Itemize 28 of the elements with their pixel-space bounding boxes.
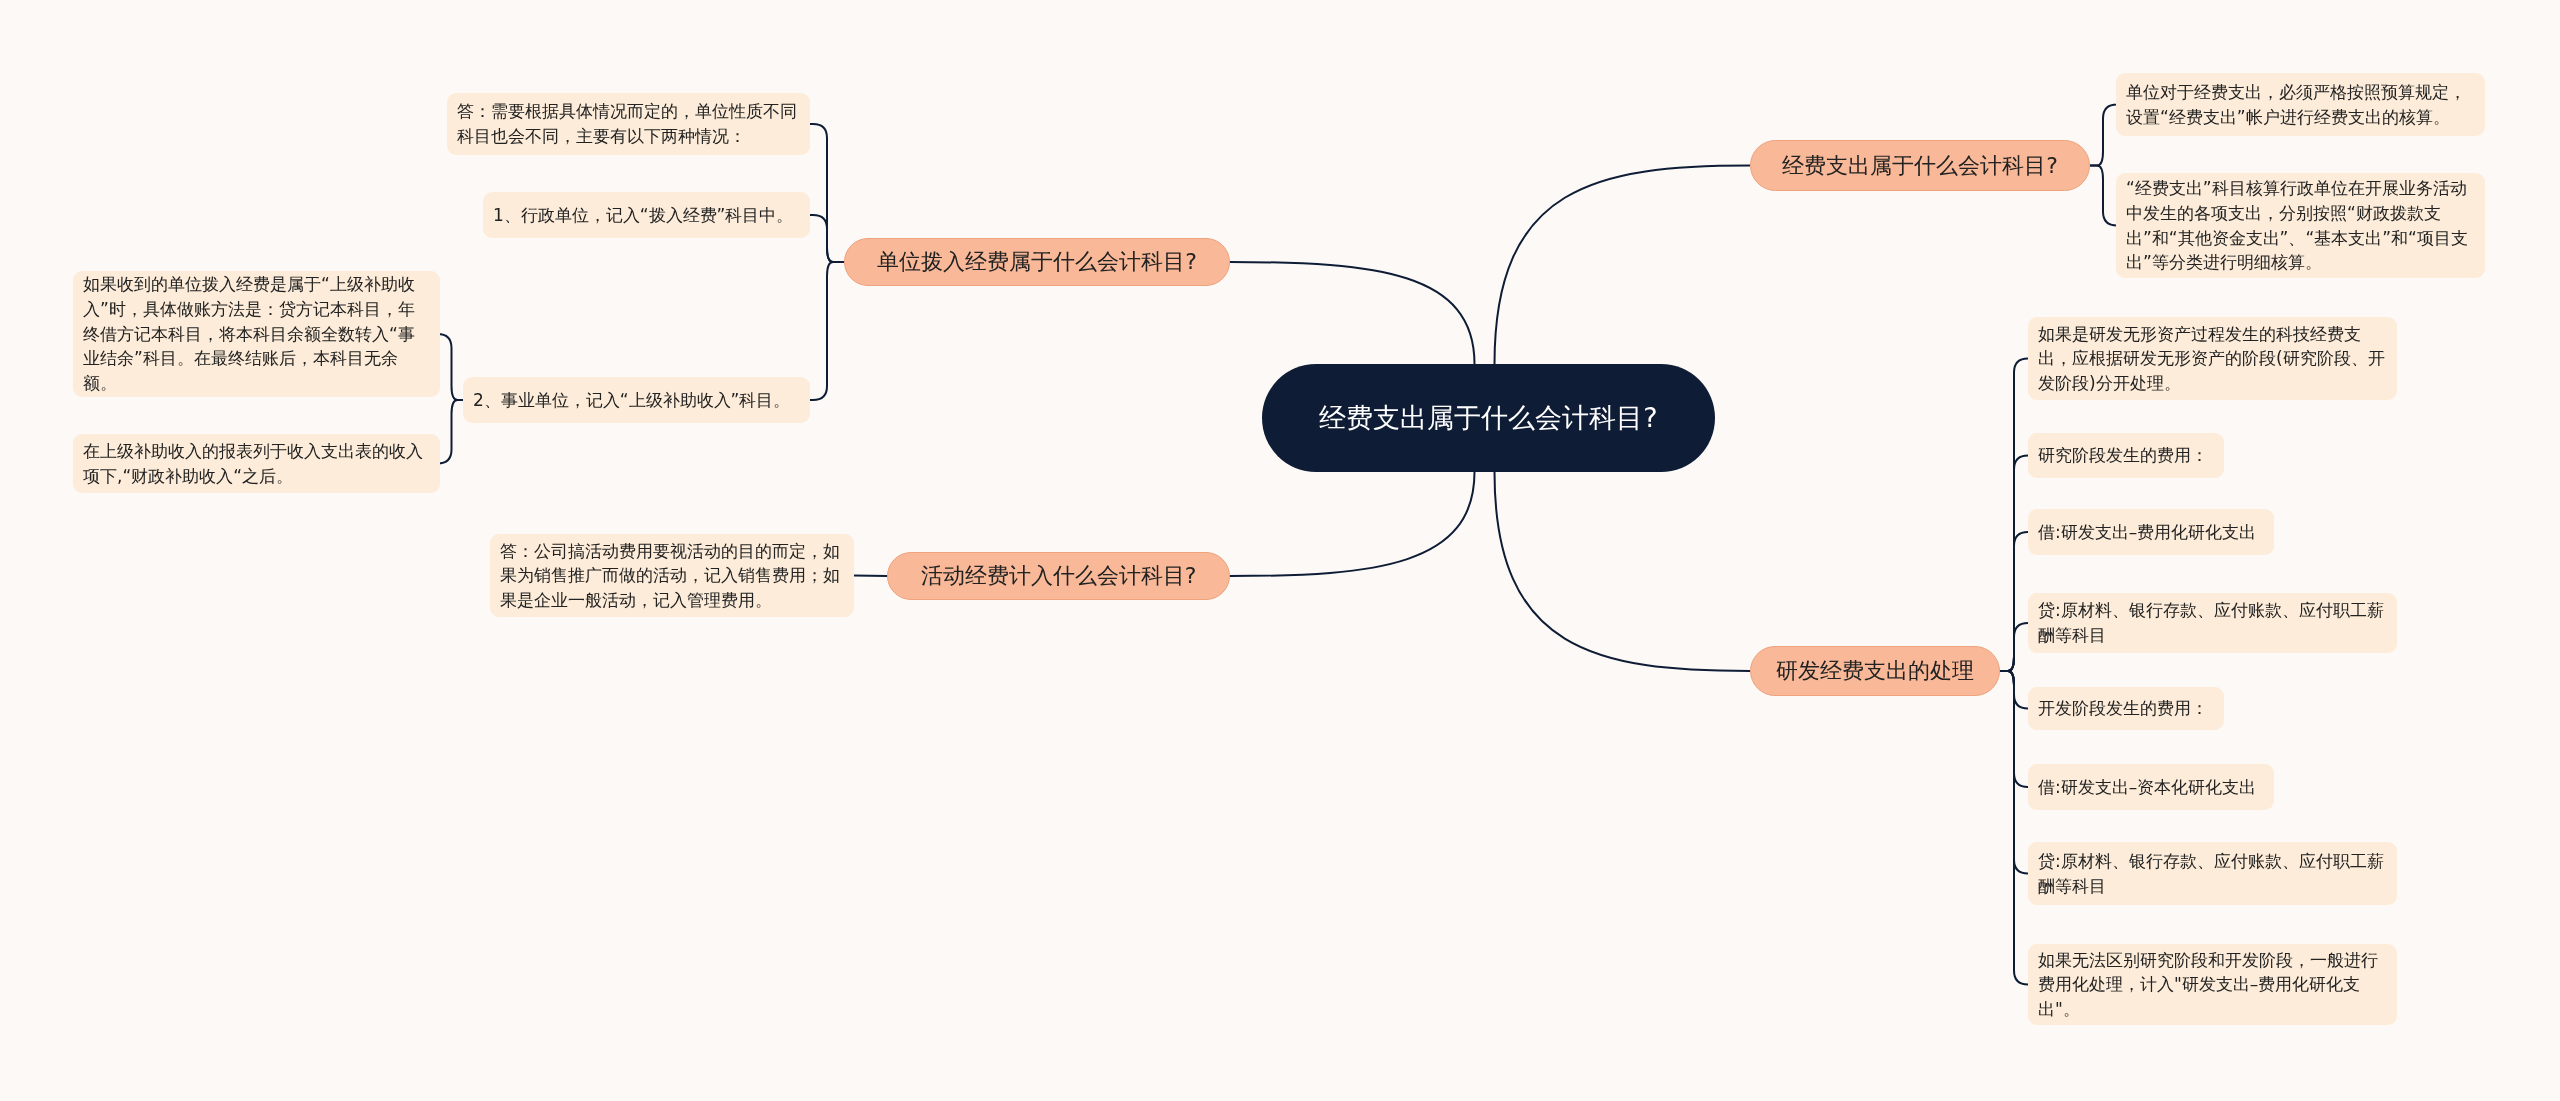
central-topic: 经费支出属于什么会计科目? bbox=[1262, 364, 1715, 472]
note-box: 借:研发支出–费用化研化支出 bbox=[2028, 509, 2274, 555]
connector-line bbox=[1999, 670, 2029, 986]
connector-line bbox=[1493, 164, 1751, 365]
note-box: 答：公司搞活动费用要视活动的目的而定，如果为销售推广而做的活动，记入销售费用；如果是企业一般活动，记入管理费用。 bbox=[490, 534, 854, 617]
note-box: 如果是研发无形资产过程发生的科技经费支出，应根据研发无形资产的阶段(研究阶段、开发阶段)分开处理。 bbox=[2028, 317, 2397, 400]
connector-line bbox=[853, 574, 888, 577]
note-box: 研究阶段发生的费用： bbox=[2028, 433, 2224, 478]
topic-box: 经费支出属于什么会计科目? bbox=[1750, 140, 2090, 191]
topic-box: 活动经费计入什么会计科目? bbox=[887, 552, 1230, 600]
note-box: 单位对于经费支出，必须严格按照预算规定，设置“经费支出”帐户进行经费支出的核算。 bbox=[2116, 73, 2485, 136]
note-box: “经费支出”科目核算行政单位在开展业务活动中发生的各项支出，分别按照“财政拨款支出”和“其他资金支出”、“基本支出”和“项目支出”等分类进行明细核算。 bbox=[2116, 173, 2485, 278]
note-box: 开发阶段发生的费用： bbox=[2028, 687, 2224, 730]
note-box: 如果无法区别研究阶段和开发阶段，一般进行费用化处理，计入"研发支出–费用化研化支出"。 bbox=[2028, 944, 2397, 1025]
topic-box: 研发经费支出的处理 bbox=[1750, 646, 2000, 696]
note-box: 在上级补助收入的报表列于收入支出表的收入项下,“财政补助收入“之后。 bbox=[73, 434, 440, 493]
connector-line bbox=[1229, 471, 1476, 577]
note-box: 1、行政单位，记入“拨入经费”科目中。 bbox=[483, 192, 810, 238]
connector-line bbox=[1229, 261, 1476, 365]
note-box: 如果收到的单位拨入经费是属于“上级补助收入”时，具体做账方法是：贷方记本科目，年终借方记本科目，将本科目余额全数转入“事业结余”科目。在最终结账后，本科目无余额。 bbox=[73, 271, 440, 397]
note-box: 2、事业单位，记入“上级补助收入”科目。 bbox=[463, 377, 810, 423]
topic-box: 单位拨入经费属于什么会计科目? bbox=[844, 238, 1230, 286]
note-box: 借:研发支出–资本化研化支出 bbox=[2028, 764, 2274, 810]
connector-line bbox=[2089, 164, 2118, 227]
note-box: 答：需要根据具体情况而定的，单位性质不同科目也会不同，主要有以下两种情况： bbox=[447, 93, 810, 155]
note-box: 贷:原材料、银行存款、应付账款、应付职工薪酬等科目 bbox=[2028, 593, 2397, 653]
note-box: 贷:原材料、银行存款、应付账款、应付职工薪酬等科目 bbox=[2028, 842, 2397, 905]
connector-line bbox=[1493, 471, 1751, 672]
